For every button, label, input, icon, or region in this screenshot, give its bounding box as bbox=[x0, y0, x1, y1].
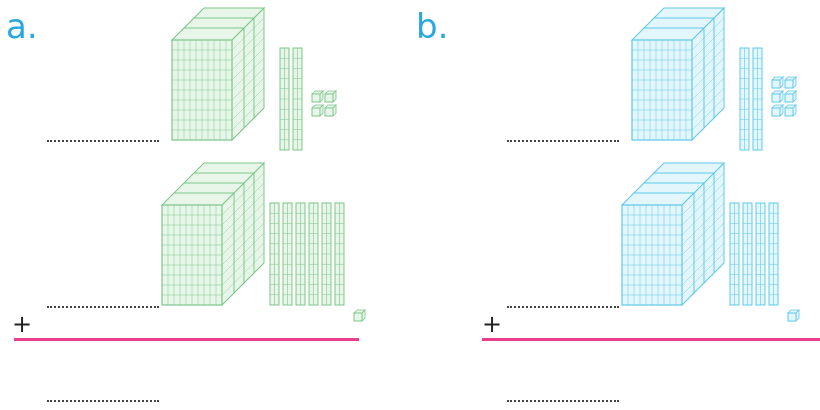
answer-blank-bottom[interactable] bbox=[47, 294, 159, 308]
sum-line bbox=[482, 338, 820, 341]
answer-blank-top[interactable] bbox=[507, 128, 619, 142]
plus-sign: + bbox=[12, 312, 32, 336]
exercise-panel-a: a. + bbox=[0, 0, 410, 410]
answer-blank-top[interactable] bbox=[47, 128, 159, 142]
exercise-panel-b: b. + bbox=[410, 0, 820, 410]
base-ten-blocks-b bbox=[410, 0, 820, 410]
base-ten-blocks-a bbox=[0, 0, 410, 410]
sum-line bbox=[14, 338, 359, 341]
plus-sign: + bbox=[482, 312, 502, 336]
answer-blank-bottom[interactable] bbox=[507, 294, 619, 308]
answer-blank-sum[interactable] bbox=[507, 388, 619, 402]
answer-blank-sum[interactable] bbox=[47, 388, 159, 402]
